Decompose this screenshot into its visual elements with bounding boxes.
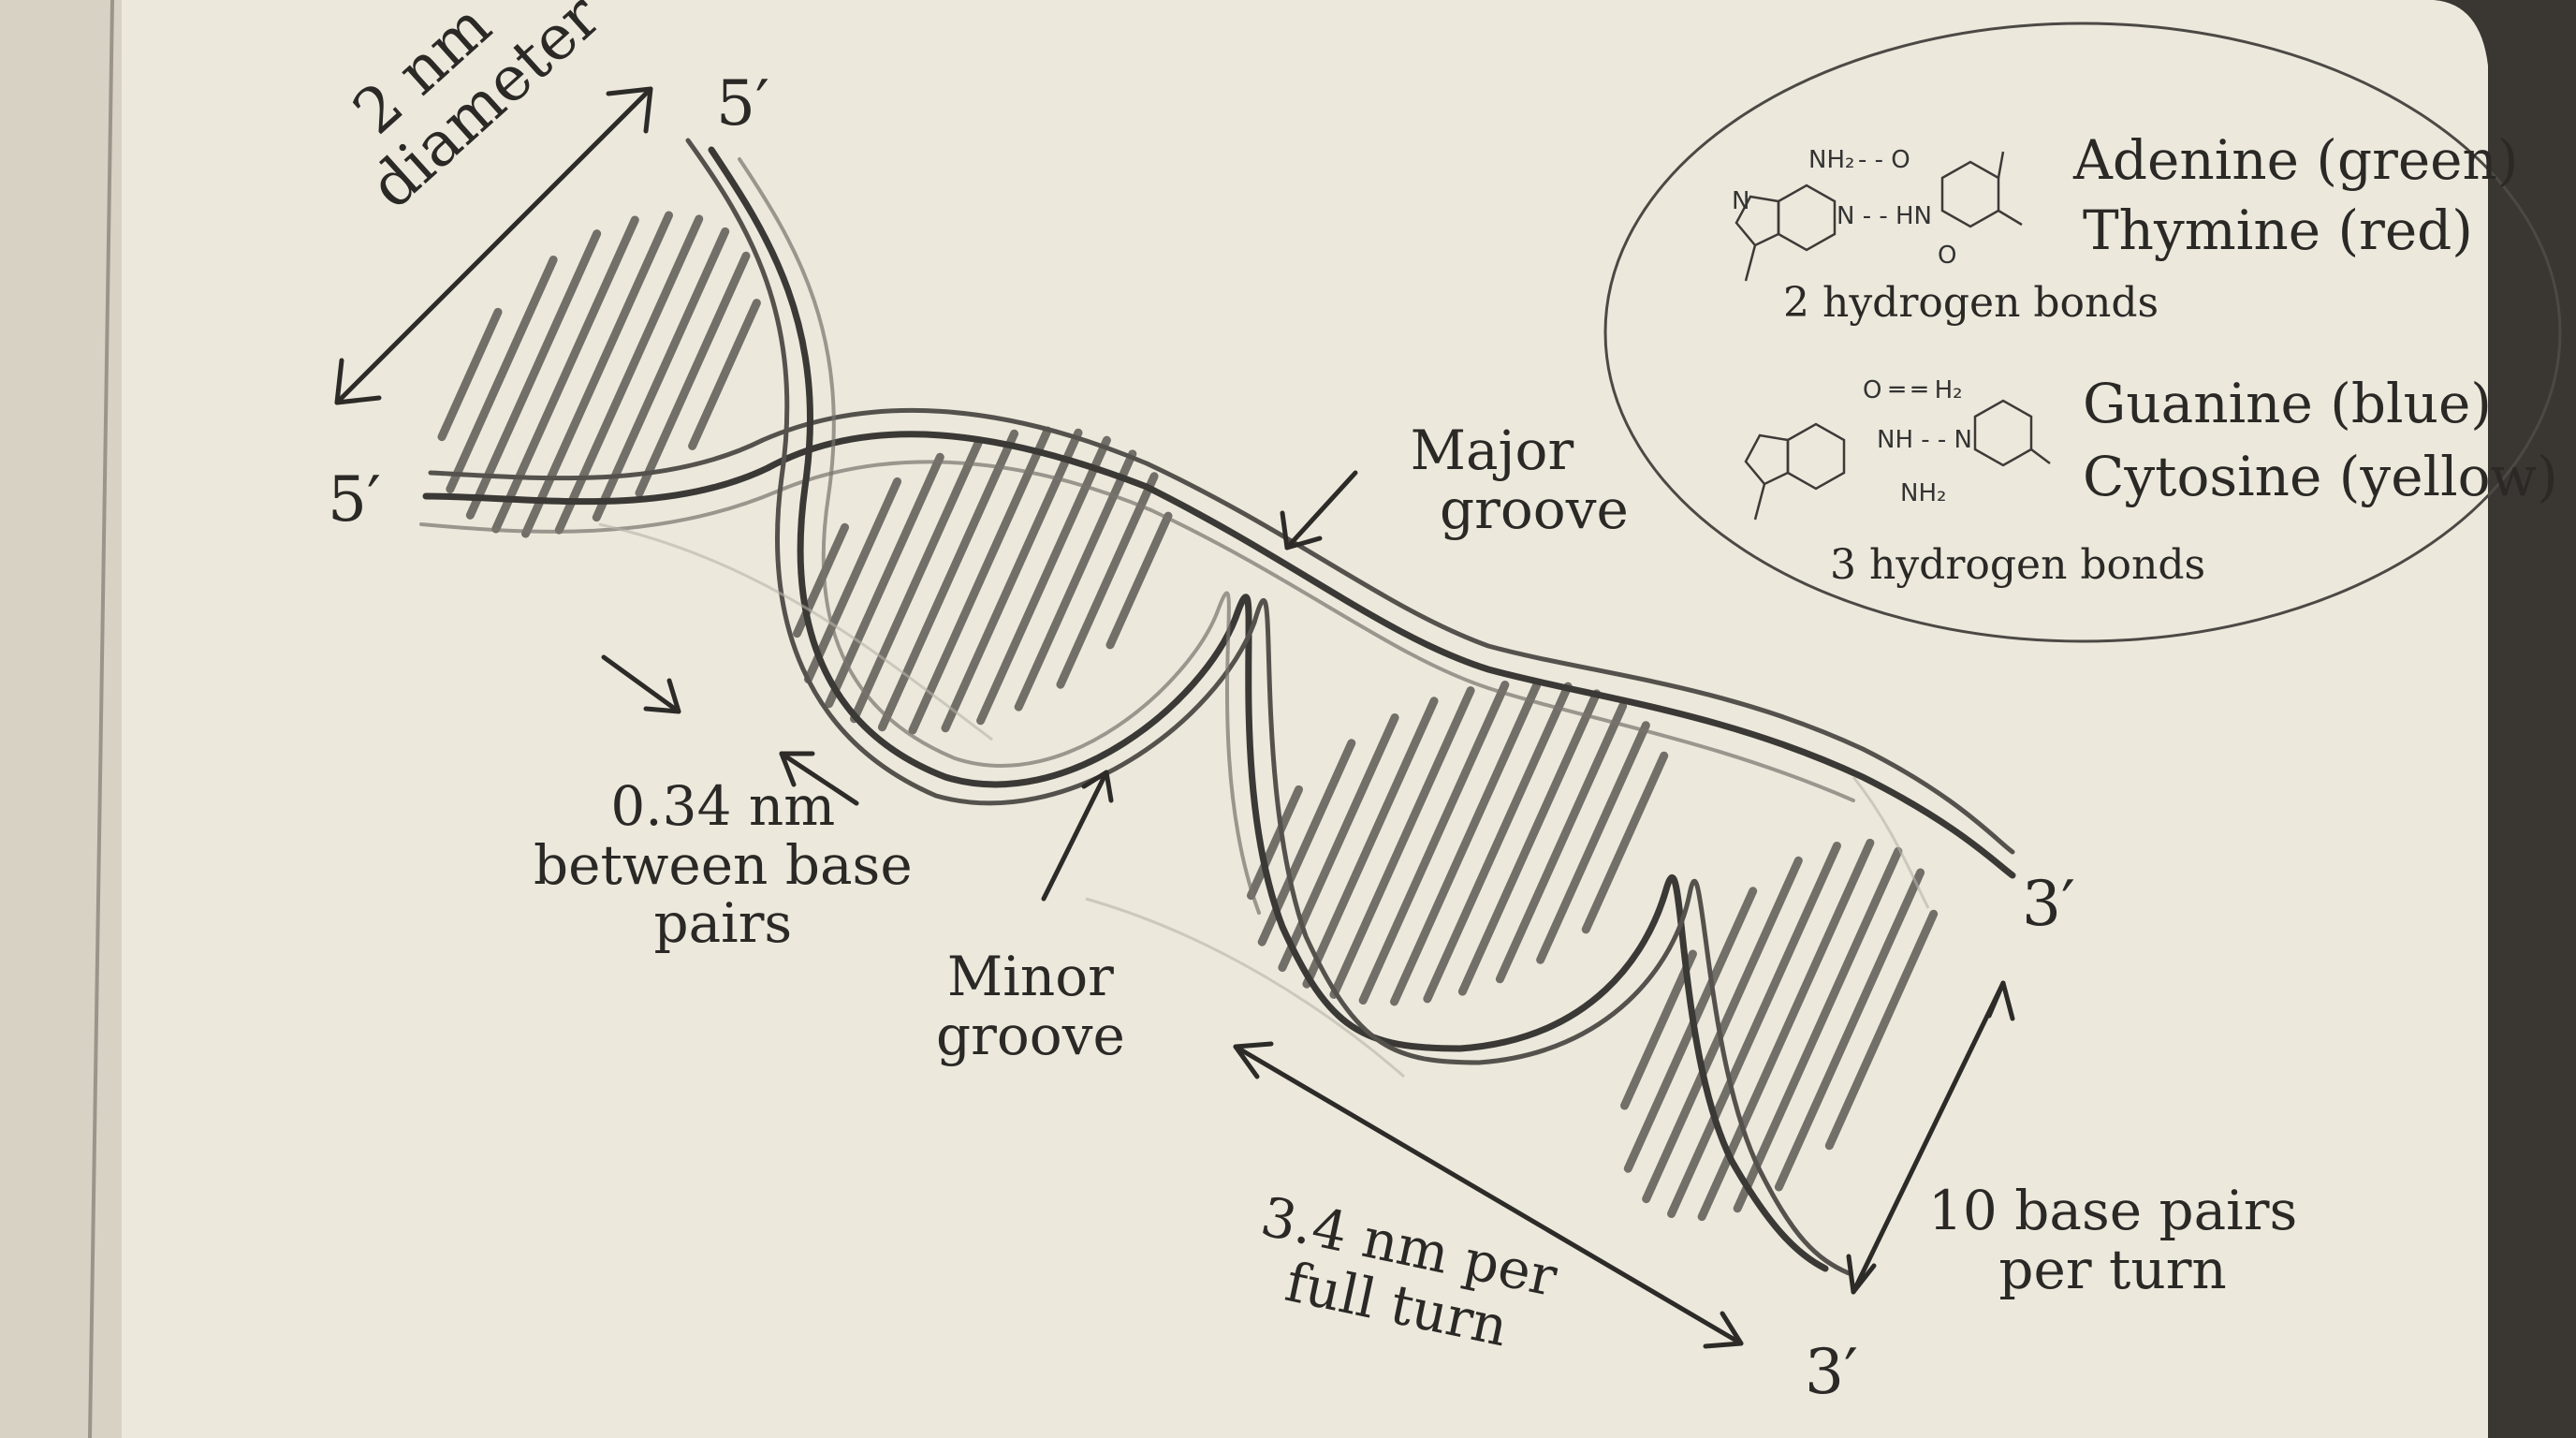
adenine-n: N bbox=[1732, 187, 1750, 215]
base-pair-rung bbox=[1329, 686, 1475, 999]
adenine-ring-small bbox=[1734, 195, 1780, 247]
label-at-bonds: 2 hydrogen bonds bbox=[1783, 279, 2159, 327]
base-pair-rung bbox=[877, 429, 1019, 732]
label-minor-groove: Minor groove bbox=[936, 947, 1125, 1064]
base-pair-rung bbox=[1423, 682, 1573, 1004]
base-pair-rung bbox=[908, 426, 1052, 735]
base-pair-rung bbox=[1620, 949, 1697, 1110]
base-pair-rung bbox=[1642, 856, 1803, 1204]
base-pair-rung bbox=[941, 428, 1083, 733]
guanine-cytosine-nhn: NH - - N bbox=[1877, 426, 1973, 454]
label-bp-per-turn: 10 base pairs per turn bbox=[1928, 1181, 2297, 1299]
base-pair-rung bbox=[1667, 841, 1841, 1219]
backbone-strand-a-outline bbox=[419, 460, 1855, 802]
thymine-o: O bbox=[1938, 242, 1957, 270]
label-major: Major bbox=[1410, 418, 1574, 482]
label-3prime-bottom: 3′ bbox=[1805, 1336, 1858, 1408]
turn-length-arrow bbox=[1233, 1044, 1744, 1346]
major-groove-arrow bbox=[1284, 470, 1358, 550]
guanine-nh2: NH₂ bbox=[1900, 479, 1947, 507]
label-spacing-text: between base bbox=[534, 832, 913, 897]
bp-turn-arrow-head-bottom bbox=[1846, 1254, 1877, 1295]
label-minor: Minor bbox=[946, 945, 1114, 1008]
major-groove-arrow-head bbox=[1280, 510, 1323, 550]
base-pair-rung bbox=[1302, 697, 1439, 989]
turn-length-arrow-head-end bbox=[1703, 1311, 1744, 1349]
spacing-arrow-left bbox=[779, 751, 859, 806]
turn-length-arrow-head-start bbox=[1233, 1041, 1274, 1079]
base-pair-rung bbox=[1457, 689, 1602, 996]
backbone-strand-b-edge bbox=[685, 138, 1852, 1276]
label-thymine: Thymine (red) bbox=[2083, 198, 2473, 262]
bp-turn-arrow-head-top bbox=[1986, 980, 2015, 1021]
base-pair-rung bbox=[1774, 868, 1925, 1192]
base-pair-rung bbox=[1536, 721, 1650, 964]
label-base-spacing: 0.34 nm between base pairs bbox=[534, 777, 913, 953]
label-guanine: Guanine (blue) bbox=[2083, 372, 2492, 435]
base-pair-rung bbox=[1733, 846, 1903, 1213]
spacing-arrow-left-head bbox=[779, 751, 815, 787]
base-pair-rung bbox=[1390, 679, 1542, 1006]
base-pair-rung bbox=[635, 251, 751, 498]
label-5prime-top: 5′ bbox=[716, 67, 769, 139]
base-pair-rung bbox=[1105, 511, 1173, 650]
base-pair-rung bbox=[446, 255, 558, 494]
base-pair-rung bbox=[688, 299, 761, 450]
backbone-strand-a bbox=[422, 431, 2016, 879]
guanine-ring-small bbox=[1744, 433, 1790, 486]
sketch-guides bbox=[598, 522, 1930, 1078]
base-pair-rung bbox=[1056, 472, 1159, 689]
legend-circle bbox=[1603, 22, 2562, 643]
label-bp-per-turn-text: per turn bbox=[1998, 1237, 2227, 1301]
spacing-arrow-right-head bbox=[643, 678, 681, 714]
label-5prime-left: 5′ bbox=[328, 463, 381, 536]
base-pair-rung bbox=[465, 229, 602, 520]
diameter-arrow bbox=[334, 86, 653, 405]
base-pair-rung bbox=[1495, 701, 1628, 984]
base-pair-rung bbox=[592, 227, 730, 522]
backbone-strand-b bbox=[708, 146, 1829, 1272]
label-cytosine: Cytosine (yellow) bbox=[2083, 445, 2558, 508]
label-3prime-right: 3′ bbox=[2022, 868, 2075, 940]
base-pair-rung bbox=[437, 307, 503, 442]
base-pair-hatching bbox=[437, 211, 1939, 1222]
bp-turn-arrow bbox=[1851, 980, 2006, 1295]
label-spacing-pairs: pairs bbox=[653, 891, 793, 956]
base-pair-rung bbox=[1247, 785, 1303, 901]
label-spacing-value: 0.34 nm bbox=[610, 774, 836, 838]
spacing-arrow-right bbox=[601, 654, 681, 714]
adenine-thymine-o: - - O bbox=[1858, 146, 1910, 174]
adenine-thymine-nhn: N - - HN bbox=[1837, 202, 1933, 230]
page-gutter-line bbox=[88, 0, 114, 1438]
base-pair-rung bbox=[850, 437, 983, 724]
label-major-groove-word: groove bbox=[1440, 477, 1629, 541]
minor-groove-arrow bbox=[1041, 770, 1109, 902]
dna-helix bbox=[419, 138, 2016, 1276]
guanine-cytosine-oh2: O ═ ═ H₂ bbox=[1863, 376, 1963, 404]
label-bp-per-turn-value: 10 base pairs bbox=[1928, 1179, 2298, 1242]
minor-groove-arrow-head bbox=[1081, 770, 1114, 803]
base-pair-rung bbox=[803, 477, 902, 684]
base-pair-rung bbox=[1623, 887, 1758, 1173]
label-gc-bonds: 3 hydrogen bonds bbox=[1830, 541, 2206, 589]
base-pair-rung bbox=[521, 211, 673, 538]
base-pair-rung bbox=[1358, 681, 1510, 1005]
label-adenine: Adenine (green) bbox=[2073, 128, 2519, 192]
molecule-sketches bbox=[1734, 151, 2051, 521]
label-major-groove: Major groove bbox=[1355, 421, 1629, 538]
base-pair-rung bbox=[1581, 751, 1669, 934]
diameter-arrow-head-top bbox=[606, 86, 653, 134]
label-minor-groove-word: groove bbox=[936, 1003, 1125, 1067]
backbone-strand-b-outline bbox=[738, 157, 1261, 915]
base-pair-rung bbox=[1824, 909, 1939, 1151]
adenine-nh2: NH₂ bbox=[1808, 146, 1855, 174]
annotation-arrows bbox=[334, 86, 2015, 1349]
page-gutter-shadow bbox=[0, 0, 122, 1438]
diameter-arrow-head-bottom bbox=[334, 358, 382, 405]
notebook-page bbox=[0, 0, 2488, 1438]
